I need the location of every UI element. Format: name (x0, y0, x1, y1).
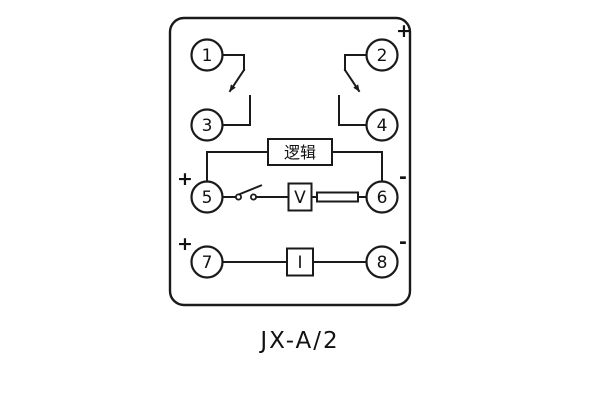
contact-arm-icon (343, 68, 361, 93)
polarity-plus-terminal-2: + (396, 20, 412, 42)
logic-box (267, 138, 333, 166)
diagram-caption: JX-A/2 (258, 328, 339, 354)
contact-dot-icon (249, 193, 257, 201)
polarity-minus-terminal-6: - (399, 166, 407, 188)
terminal-5: 5 (190, 180, 224, 214)
polarity-plus-terminal-7: + (177, 233, 193, 255)
terminal-5-label: 5 (202, 188, 213, 208)
terminal-2-label: 2 (377, 46, 388, 66)
terminal-1-label: 1 (202, 46, 213, 66)
terminal-circle (365, 108, 399, 142)
contact-arm-icon (228, 68, 246, 93)
wire-logic-to-terminal-5 (206, 151, 269, 183)
terminal-8: 8 (365, 245, 399, 279)
relay-case-outline (168, 16, 412, 307)
terminal-circle (190, 180, 224, 214)
polarity-minus-terminal-8: - (399, 231, 407, 253)
terminal-7-label: 7 (202, 253, 213, 273)
contact-2-4 (338, 54, 368, 126)
current-row: I (221, 247, 368, 277)
wire-logic-to-terminal-6 (331, 151, 383, 183)
current-box (286, 247, 314, 277)
terminal-circle (365, 38, 399, 72)
terminal-circle (190, 245, 224, 279)
terminal-6: 6 (365, 180, 399, 214)
voltage-box-label: V (294, 188, 306, 208)
wire-from-terminal-3 (221, 95, 251, 126)
wire-from-terminal-4 (338, 95, 368, 126)
terminal-circle (190, 38, 224, 72)
terminal-circle (365, 180, 399, 214)
current-box-label: I (297, 253, 302, 273)
wire-from-terminal-1 (221, 54, 245, 71)
switch-blade-icon (238, 184, 263, 196)
terminal-circle (365, 245, 399, 279)
logic-box-label: 逻辑 (284, 143, 316, 162)
terminal-4: 4 (365, 108, 399, 142)
terminal-6-label: 6 (377, 188, 388, 208)
logic-block: 逻辑 (206, 138, 383, 183)
contact-1-3 (221, 54, 251, 126)
voltage-row: V (221, 182, 368, 212)
terminal-7: 7 (190, 245, 224, 279)
terminal-8-label: 8 (377, 253, 388, 273)
contact-dot-icon (234, 193, 242, 201)
wire-from-terminal-2 (344, 54, 368, 71)
polarity-plus-terminal-5: + (177, 168, 193, 190)
resistor-icon (316, 191, 359, 203)
terminal-3-label: 3 (202, 116, 213, 136)
terminal-circle (190, 108, 224, 142)
terminal-3: 3 (190, 108, 224, 142)
terminal-1: 1 (190, 38, 224, 72)
terminal-4-label: 4 (377, 116, 388, 136)
terminal-2: 2 (365, 38, 399, 72)
